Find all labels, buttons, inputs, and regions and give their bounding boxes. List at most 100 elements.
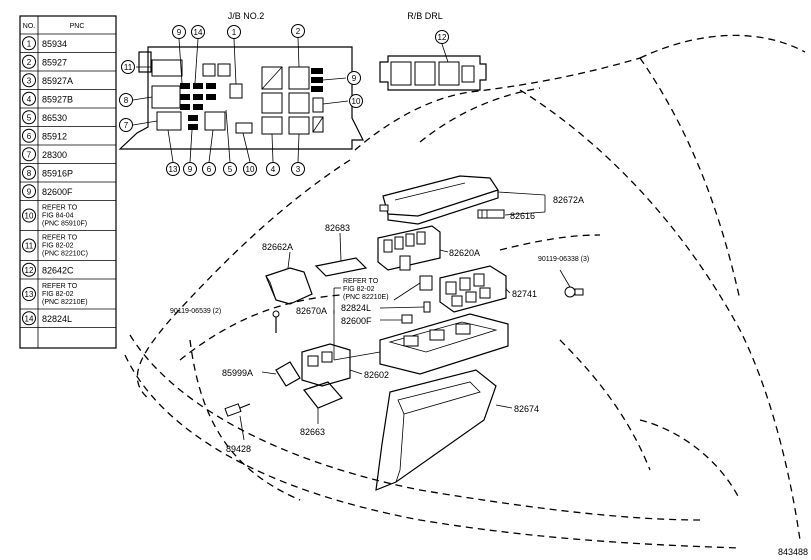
jb-callout-top: 2 — [291, 24, 305, 38]
exploded-parts: 82672A 82616 82683 82620A 82662A — [170, 175, 589, 491]
legend-row: 4 85927B — [20, 91, 116, 109]
jb-title: J/B NO.2 — [228, 11, 265, 21]
svg-text:6: 6 — [27, 132, 32, 141]
junction-block-no2: J/B NO.2 — [118, 11, 364, 176]
jb-callout-side: 8 — [119, 93, 133, 107]
legend-row: 8 85916P — [20, 165, 116, 183]
svg-text:3: 3 — [27, 76, 32, 85]
svg-text:9: 9 — [177, 28, 182, 37]
svg-text:11: 11 — [124, 63, 133, 72]
label-82602: 82602 — [364, 370, 389, 380]
legend-row-pnc: 82642C — [42, 266, 74, 276]
svg-text:7: 7 — [27, 150, 32, 159]
legend-row-number: 6 — [22, 128, 36, 143]
label-82741: 82741 — [512, 289, 537, 299]
figure-number: 843488 — [778, 547, 808, 557]
svg-text:9: 9 — [352, 74, 357, 83]
label-sheet-82683 — [314, 257, 368, 277]
fuse-82616 — [477, 209, 505, 219]
bolt-90119-06539 — [272, 310, 280, 333]
relay-block-82602 — [301, 343, 351, 387]
relay-block-82741 — [439, 265, 507, 313]
cover-82662A — [265, 267, 313, 305]
svg-text:4: 4 — [27, 95, 32, 104]
rb-callout: 12 — [435, 30, 449, 44]
legend-row-pnc: 85934 — [42, 39, 67, 49]
relay-block-82620A — [377, 225, 441, 271]
legend-row-pnc: 82824L — [42, 314, 72, 324]
lower-case-82674 — [375, 369, 497, 491]
cover-82663 — [303, 381, 344, 409]
svg-text:10: 10 — [246, 165, 255, 174]
legend-row-pnc: 85916P — [42, 169, 73, 179]
label-82663: 82663 — [300, 427, 325, 437]
jb-callout-side: 11 — [121, 60, 135, 74]
svg-text:5: 5 — [228, 165, 233, 174]
svg-text:4: 4 — [271, 165, 276, 174]
jb-callout-bottom: 10 — [243, 162, 257, 176]
label-82674: 82674 — [514, 404, 539, 414]
label-82672A: 82672A — [553, 195, 584, 205]
label-82616: 82616 — [510, 211, 535, 221]
legend-row-pnc: 82600F — [42, 187, 73, 197]
legend-row-pnc: 86530 — [42, 113, 67, 123]
legend-row: 5 86530 — [20, 110, 116, 127]
fuse-82600F — [401, 314, 413, 324]
svg-text:8: 8 — [27, 169, 32, 178]
label-82670A: 82670A — [296, 306, 327, 316]
svg-text:12: 12 — [25, 266, 34, 275]
svg-text:1: 1 — [27, 39, 32, 48]
label-bolt-2: 90119-06539 (2) — [170, 308, 221, 315]
jb-callout-bottom: 13 — [166, 162, 180, 176]
sensor-89428 — [224, 403, 251, 417]
relay-block-drl: R/B DRL 12 — [379, 11, 487, 91]
vehicle-body-outline — [124, 34, 806, 549]
legend-row-pnc: 85927B — [42, 95, 73, 105]
main-fuse-box-82670A — [379, 313, 509, 375]
relay-small — [419, 275, 433, 291]
legend-row-number: 7 — [22, 147, 36, 162]
legend-row-number: 14 — [22, 311, 36, 326]
legend-row-pnc: 85927 — [42, 58, 67, 68]
svg-text:2: 2 — [296, 27, 301, 36]
legend-row-number: 1 — [22, 36, 36, 51]
label-82824L: 82824L — [341, 303, 371, 313]
rb-title: R/B DRL — [407, 11, 443, 21]
svg-text:14: 14 — [194, 28, 203, 37]
jb-callout-bottom: 5 — [223, 162, 237, 176]
legend-row: 2 85927 — [20, 54, 116, 72]
legend-row-number: 12 — [22, 262, 36, 277]
svg-text:14: 14 — [25, 314, 34, 323]
label-bolt-3: 90119-06338 (3) — [538, 256, 589, 263]
legend-row-pnc: 85912 — [42, 132, 67, 142]
bracket-85999A — [275, 361, 301, 387]
label-82620A: 82620A — [449, 248, 480, 258]
svg-text:2: 2 — [27, 58, 32, 67]
jb-callout-bottom: 4 — [266, 162, 280, 176]
jb-callout-top: 1 — [227, 25, 241, 39]
svg-text:8: 8 — [124, 96, 129, 105]
svg-text:13: 13 — [169, 165, 178, 174]
legend-row-number: 3 — [22, 73, 36, 88]
legend-row-number: 8 — [22, 165, 36, 180]
legend-row-number: 2 — [22, 54, 36, 69]
legend-row-number: 13 — [22, 287, 36, 301]
svg-text:5: 5 — [27, 113, 32, 122]
label-82662A: 82662A — [262, 242, 293, 252]
jb-callout-bottom: 3 — [291, 162, 305, 176]
legend-row: 12 82642C — [20, 262, 116, 280]
svg-text:11: 11 — [25, 242, 34, 251]
svg-text:12: 12 — [438, 33, 447, 42]
label-82683: 82683 — [325, 223, 350, 233]
legend-row: 14 82824L — [20, 311, 116, 328]
jb-callout-top: 9 — [172, 25, 186, 39]
svg-text:7: 7 — [124, 121, 129, 130]
